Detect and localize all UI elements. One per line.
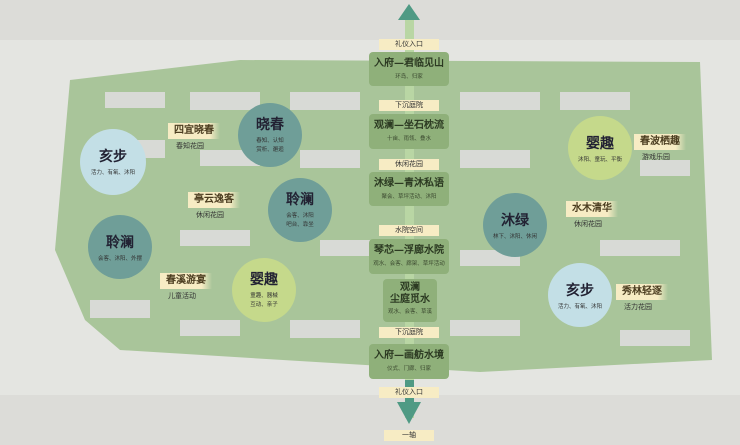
circle-sub: 赏析、邂逅: [256, 147, 284, 153]
circle-sub: 吧台、靠坐: [286, 222, 314, 228]
circle-sub: 会客、沐阳、外摆: [97, 256, 142, 262]
garden-label: 秀林轻逐活力花园: [616, 284, 668, 312]
garden-label: 春溪游宴儿童活动: [160, 273, 212, 301]
circle-sub: 活力、有氧、沐阳: [557, 304, 602, 310]
zone-circle[interactable]: 沐绿林下、沐阳、休闲: [483, 193, 547, 257]
spine-sub: 观水、会客、廊架、草坪活动: [373, 261, 445, 267]
label-sub: 儿童活动: [168, 292, 196, 300]
label-title: 春波栖趣: [634, 134, 686, 150]
spine-box-3[interactable]: 沐绿—青沐私语聚会、草坪活动、沐阳: [369, 172, 449, 206]
zone-circle[interactable]: 亥步活力、有氧、沐阳: [548, 263, 612, 327]
circle-title: 亥步: [99, 149, 127, 165]
spine-title: 琴芯—浮廊水院: [374, 245, 444, 256]
spine-title: 入府—君临见山: [374, 58, 444, 69]
spine-box-2[interactable]: 观澜—坐石枕流十亩、雨瓴、叠水: [369, 114, 449, 149]
circle-title: 晓春: [256, 117, 284, 133]
circle-title: 沐绿: [501, 213, 529, 229]
circle-sub: 林下、沐阳、休闲: [492, 234, 537, 240]
axis-label: 一轴: [384, 430, 434, 441]
garden-label: 春波栖趣游戏乐园: [634, 134, 686, 162]
spine-title: 观澜: [400, 282, 420, 293]
spine-tag: 休闲花园: [379, 159, 439, 170]
circle-sub: 沐阳、童玩、平衡: [577, 157, 622, 163]
circle-sub: 童趣、器械: [250, 293, 278, 299]
spine-sub: 环岛、归家: [395, 74, 423, 80]
label-title: 四宜晓春: [168, 123, 220, 139]
spine-title: 沐绿—青沐私语: [374, 178, 444, 189]
zone-circle[interactable]: 聆澜会客、沐阳吧台、靠坐: [268, 178, 332, 242]
label-sub: 游戏乐园: [642, 153, 670, 161]
garden-label: 水木清华休闲花园: [566, 201, 618, 229]
spine-sub: 观水、会客、草溪: [387, 309, 432, 315]
label-sub: 活力花园: [624, 303, 652, 311]
circle-sub: 互动、亲子: [250, 302, 278, 308]
circle-title: 婴趣: [250, 272, 278, 288]
entry-tag-bottom: 礼仪入口: [379, 387, 439, 398]
zone-circle[interactable]: 亥步活力、有氧、沐阳: [80, 129, 146, 195]
zone-circle[interactable]: 聆澜会客、沐阳、外摆: [88, 215, 152, 279]
spine-sub: 十亩、雨瓴、叠水: [386, 136, 431, 142]
garden-label: 四宜晓春春知花园: [168, 123, 220, 151]
buildings: [90, 92, 690, 346]
label-title: 亭云逸客: [188, 192, 240, 208]
spine-box-1[interactable]: 入府—君临见山环岛、归家: [369, 52, 449, 86]
circle-title: 亥步: [566, 283, 594, 299]
spine-tag: 水院空间: [379, 225, 439, 236]
zone-circle[interactable]: 晓春春知、认知赏析、邂逅: [238, 103, 302, 167]
zone-circle[interactable]: 婴趣童趣、器械互动、亲子: [232, 258, 296, 322]
circle-sub: 会客、沐阳: [286, 213, 314, 219]
circle-title: 聆澜: [106, 235, 134, 251]
spine-title: 入府—画舫水境: [374, 350, 444, 361]
garden-label: 亭云逸客休闲花园: [188, 192, 240, 220]
entry-tag-top: 礼仪入口: [379, 39, 439, 50]
spine-tag: 下沉庭院: [379, 327, 439, 338]
circle-sub: 春知、认知: [256, 138, 284, 144]
label-title: 秀林轻逐: [616, 284, 668, 300]
circle-title: 聆澜: [286, 192, 314, 208]
spine-title: 尘庭觅水: [390, 294, 430, 305]
circle-sub: 活力、有氧、沐阳: [90, 170, 135, 176]
spine-sub: 聚会、草坪活动、沐阳: [381, 194, 437, 200]
spine-tag: 下沉庭院: [379, 100, 439, 111]
label-title: 水木清华: [566, 201, 618, 217]
label-sub: 春知花园: [176, 142, 204, 150]
spine-title: 观澜—坐石枕流: [374, 120, 444, 131]
spine-sub: 仪式、门廊、归家: [386, 366, 431, 372]
spine-box-5[interactable]: 观澜尘庭觅水观水、会客、草溪: [383, 279, 437, 322]
label-sub: 休闲花园: [196, 211, 224, 219]
label-sub: 休闲花园: [574, 220, 602, 228]
circle-title: 婴趣: [586, 136, 614, 152]
spine-box-6[interactable]: 入府—画舫水境仪式、门廊、归家: [369, 344, 449, 379]
spine-box-4[interactable]: 琴芯—浮廊水院观水、会客、廊架、草坪活动: [369, 239, 449, 274]
zone-circle[interactable]: 婴趣沐阳、童玩、平衡: [568, 116, 632, 180]
label-title: 春溪游宴: [160, 273, 212, 289]
